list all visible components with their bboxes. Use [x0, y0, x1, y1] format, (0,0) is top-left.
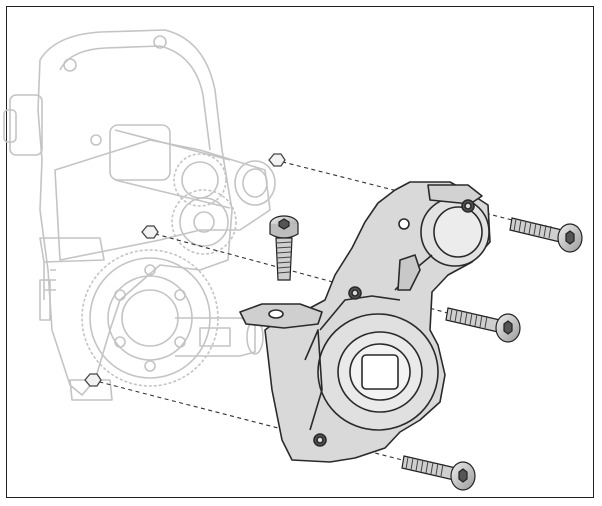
gearbox-assembly — [3, 29, 276, 401]
screw-bottom-right — [401, 455, 476, 491]
screw-vertical-center — [269, 215, 299, 281]
screw-top-right — [509, 217, 583, 253]
screw-middle-right — [445, 307, 521, 343]
gearbox-mount-nuts — [84, 153, 286, 387]
gearbox-housing-plate — [239, 181, 491, 463]
